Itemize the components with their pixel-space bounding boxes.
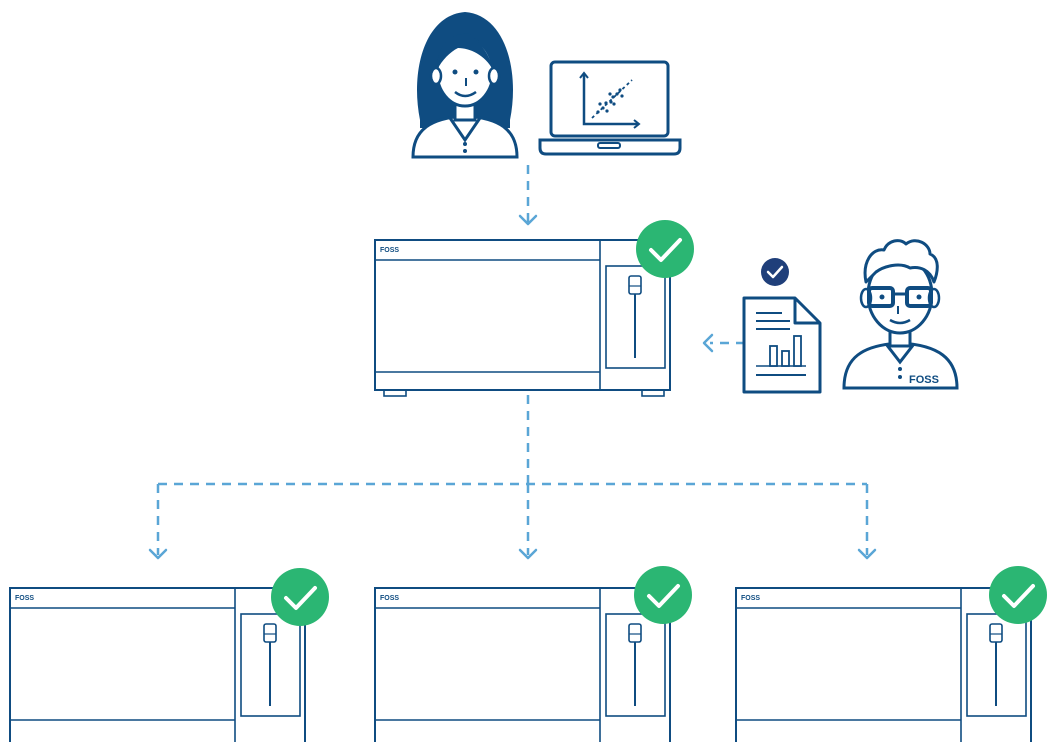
- slave-1-brand-label: FOSS: [15, 595, 34, 602]
- arrow-down-slave-2: [518, 548, 538, 560]
- female-user-icon: [411, 12, 519, 159]
- laptop-scatter-chart-icon: [538, 60, 682, 156]
- arrow-down-master: [518, 214, 538, 226]
- check-circle-icon: [271, 568, 329, 626]
- arrow-down-slave-1: [148, 548, 168, 560]
- check-circle-icon: [636, 220, 694, 278]
- slave-instrument-2: FOSS: [374, 587, 671, 742]
- arrowheads: [148, 214, 877, 560]
- check-circle-icon: [989, 566, 1047, 624]
- report-document-icon: [742, 296, 822, 394]
- arrow-left-master: [702, 333, 714, 353]
- slave-2-brand-label: FOSS: [380, 595, 399, 602]
- male-engineer-icon: FOSS: [842, 239, 959, 390]
- engineer-shirt-brand: FOSS: [909, 374, 939, 386]
- arrow-down-slave-3: [857, 548, 877, 560]
- slave-instrument-1: FOSS: [9, 587, 306, 742]
- slave-3-brand-label: FOSS: [741, 595, 760, 602]
- master-instrument: FOSS: [374, 239, 671, 397]
- document-approved-badge-icon: [761, 258, 789, 286]
- slave-instrument-3: FOSS: [735, 587, 1032, 742]
- connectors: [156, 165, 869, 555]
- check-circle-icon: [634, 566, 692, 624]
- master-brand-label: FOSS: [380, 247, 399, 254]
